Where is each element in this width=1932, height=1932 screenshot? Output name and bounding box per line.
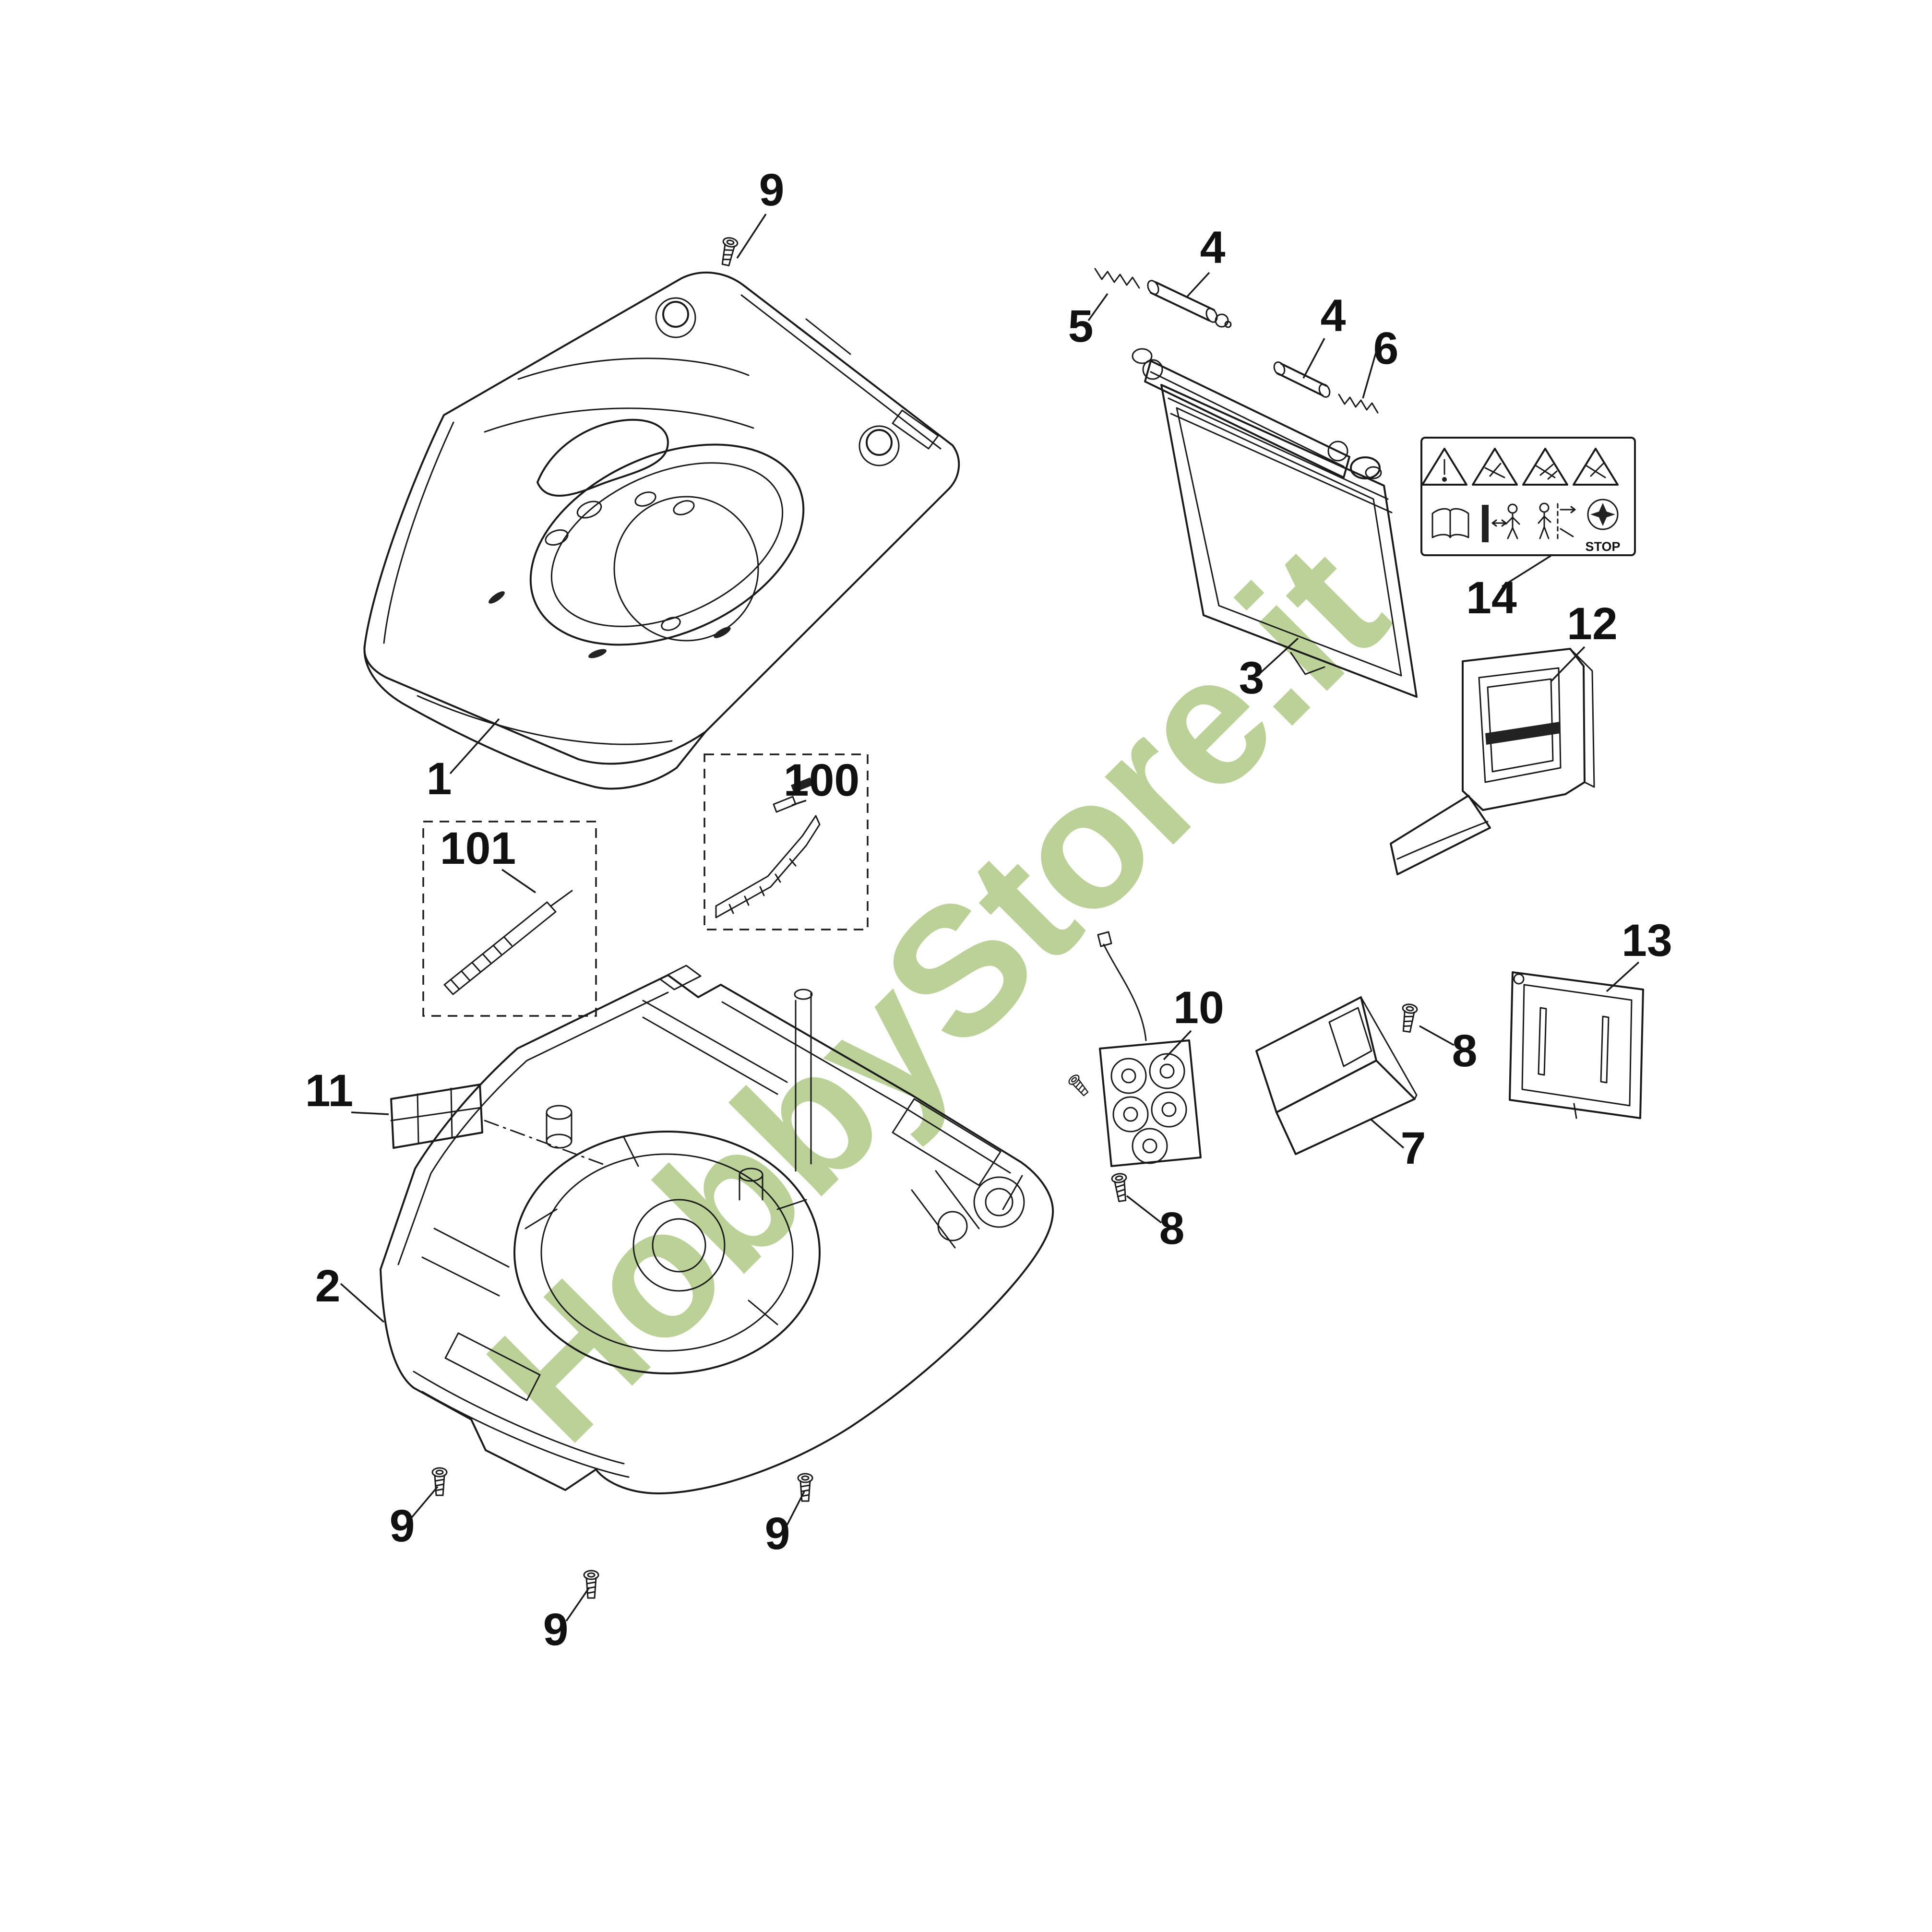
- callout-1: 1: [427, 753, 452, 804]
- callout-2: 2: [315, 1261, 341, 1312]
- blade-stop-wait-icon: [1538, 502, 1576, 542]
- part-6-spring-drawing: [1338, 394, 1379, 414]
- part-2-lower-housing-drawing: [380, 965, 1054, 1494]
- warning-triangle-icon: [1472, 448, 1518, 486]
- screw-8-lower-drawing: [1110, 1172, 1131, 1203]
- part-100-kit-drawing: [704, 753, 869, 930]
- callout-9c: 9: [765, 1508, 790, 1559]
- callout-11: 11: [305, 1065, 353, 1116]
- part-12-chute-drawing: [1390, 648, 1595, 875]
- callout-100: 100: [784, 755, 860, 806]
- stop-text: STOP: [1585, 539, 1620, 554]
- callout-9d: 9: [543, 1604, 569, 1655]
- screw-9-top-drawing: [717, 236, 739, 267]
- part-1-top-cover-drawing: [363, 271, 960, 790]
- callout-10: 10: [1173, 982, 1224, 1033]
- part-5-spring-drawing: [1094, 268, 1140, 289]
- manual-icon: [1431, 508, 1469, 538]
- callout-7: 7: [1401, 1123, 1426, 1174]
- callout-labels: 1 2 3 4 4 5 6 7 8 8 9 9 9 9 10 11 12 13 …: [305, 165, 1672, 1655]
- callout-14: 14: [1466, 572, 1517, 623]
- screw-9-bottom-middle-drawing: [797, 1473, 813, 1502]
- part-13-cover-plate-drawing: [1509, 971, 1644, 1119]
- callout-9b: 9: [390, 1501, 415, 1551]
- part-4-pin-left-drawing: [1147, 280, 1232, 328]
- callout-13: 13: [1622, 915, 1672, 966]
- part-14-warning-sticker-drawing: STOP: [1420, 437, 1636, 556]
- bystander-distance-icon: [1482, 503, 1520, 542]
- rotating-blade-icon: STOP: [1585, 499, 1621, 554]
- callout-6: 6: [1373, 323, 1399, 374]
- part-3-rear-flap-drawing: [1132, 348, 1418, 698]
- warning-triangle-icon: [1421, 448, 1467, 486]
- part-101-kit-drawing: [422, 821, 597, 1017]
- part-10-cable-assembly-drawing: [1066, 931, 1202, 1167]
- callout-12: 12: [1567, 598, 1618, 649]
- leader-lines: [340, 214, 1640, 1622]
- part-11-clip-drawing: [390, 1084, 607, 1166]
- callout-9a: 9: [759, 165, 785, 215]
- warning-triangle-icon: [1573, 448, 1619, 486]
- screw-9-bottom-center-drawing: [583, 1570, 599, 1599]
- warning-triangle-icon: [1522, 448, 1568, 486]
- screw-8-right-drawing: [1398, 1002, 1419, 1034]
- callout-101: 101: [440, 823, 516, 874]
- callout-5: 5: [1068, 301, 1094, 352]
- part-7-deflector-drawing: [1255, 996, 1418, 1155]
- callout-8b: 8: [1159, 1203, 1185, 1254]
- part-4-pin-right-drawing: [1273, 361, 1331, 398]
- callout-8a: 8: [1452, 1026, 1478, 1076]
- callout-4a: 4: [1200, 222, 1226, 273]
- callout-4b: 4: [1321, 290, 1346, 341]
- callout-3: 3: [1239, 653, 1264, 704]
